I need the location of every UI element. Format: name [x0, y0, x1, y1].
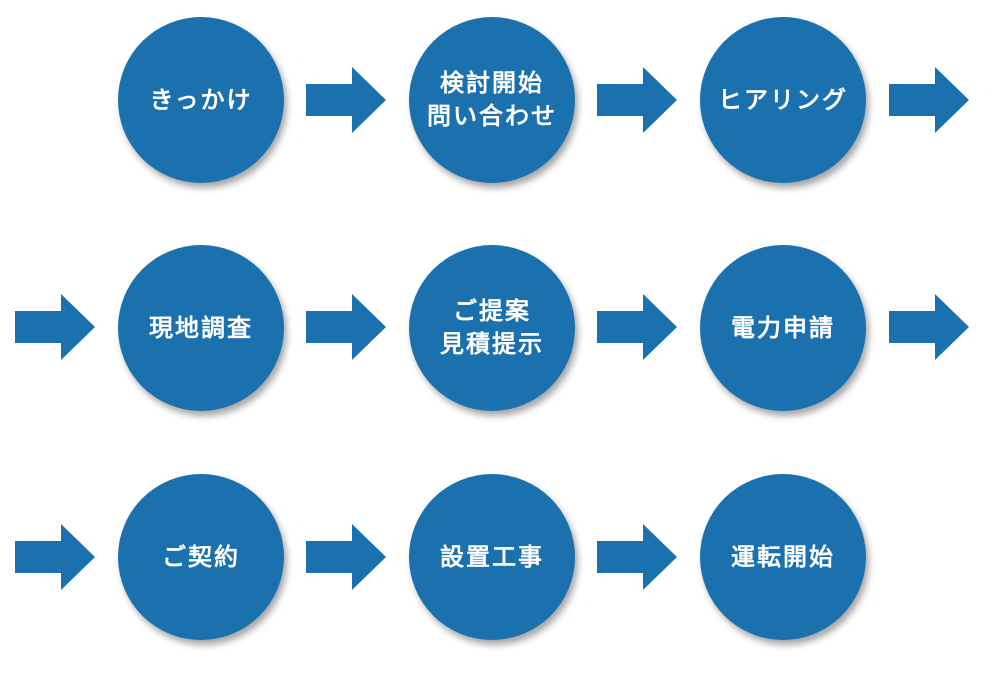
step-node-5: ご提案 見積提示	[409, 245, 575, 411]
arrow-right-icon	[597, 67, 677, 133]
arrow-right-icon	[889, 294, 969, 360]
arrow-right-icon	[306, 67, 386, 133]
arrow-right-icon	[15, 524, 95, 590]
arrow-right-icon	[889, 67, 969, 133]
arrow-right-icon	[597, 294, 677, 360]
step-node-3: ヒアリング	[700, 17, 866, 183]
step-node-9: 運転開始	[700, 474, 866, 640]
step-node-6: 電力申請	[700, 245, 866, 411]
arrow-right-icon	[306, 524, 386, 590]
step-node-4: 現地調査	[118, 245, 284, 411]
step-node-2: 検討開始 問い合わせ	[409, 17, 575, 183]
step-node-7: ご契約	[118, 474, 284, 640]
arrow-right-icon	[597, 524, 677, 590]
step-node-8: 設置工事	[409, 474, 575, 640]
arrow-right-icon	[15, 294, 95, 360]
arrow-right-icon	[306, 294, 386, 360]
step-node-1: きっかけ	[118, 17, 284, 183]
